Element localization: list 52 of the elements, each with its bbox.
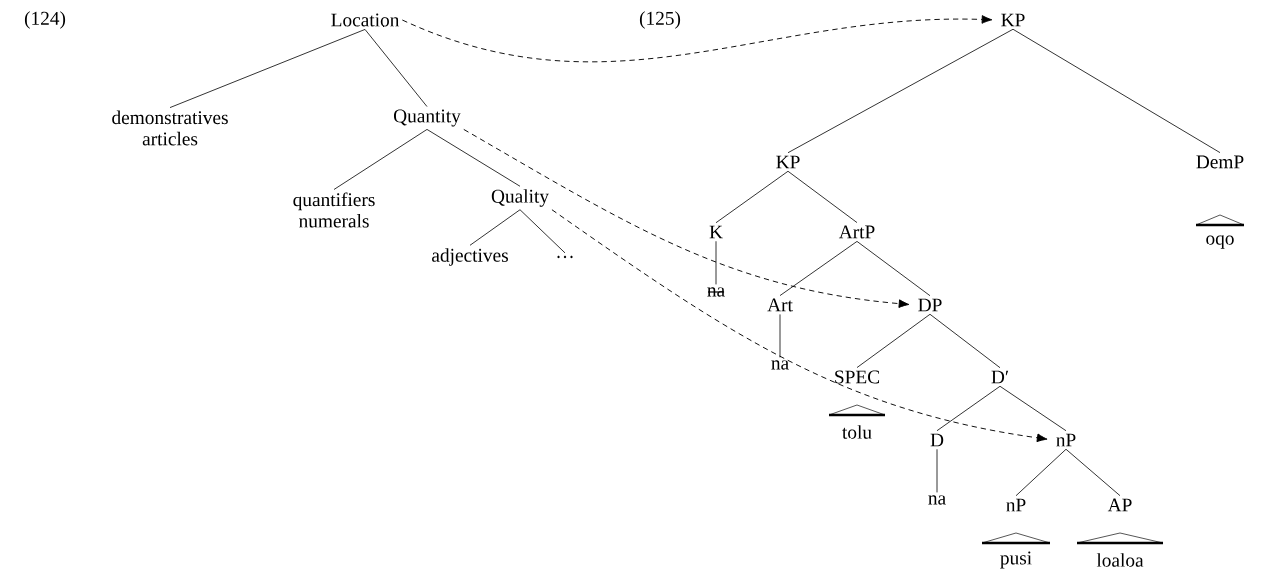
tree-label: Quantity — [394, 109, 461, 127]
example-number: (125) — [639, 11, 681, 29]
tree-label: pusi — [1000, 551, 1032, 569]
tree-branch — [715, 240, 717, 285]
tree-label: Art — [767, 298, 793, 312]
tree-label: K — [709, 225, 723, 239]
tree-label: adjectives — [432, 248, 508, 266]
tree-branch — [787, 170, 858, 223]
tree-label: ArtP — [838, 225, 875, 239]
tree-branch — [333, 129, 428, 190]
tree-branch — [169, 29, 366, 108]
example-number: (124) — [24, 11, 66, 29]
tree-label: SPEC — [835, 370, 880, 384]
tree-branch — [856, 241, 931, 297]
tree-branch — [469, 209, 521, 246]
tree-label: Location — [331, 13, 400, 27]
tree-label: DP — [918, 298, 942, 312]
tree-label: na — [928, 495, 946, 505]
tree-label: KP — [1001, 13, 1025, 27]
tree-branch — [936, 385, 1001, 432]
tree-branch — [364, 29, 428, 107]
tree-branch — [779, 241, 858, 296]
movement-arrow — [463, 128, 910, 308]
tree-label: … — [557, 255, 573, 259]
tree-label: loaloa — [1096, 553, 1144, 567]
tree-branch — [1012, 28, 1221, 154]
tree-label: nP — [1006, 498, 1026, 512]
tree-label: D′ — [991, 370, 1009, 384]
tree-branch — [1015, 448, 1067, 497]
tree-label: DemP — [1196, 155, 1244, 169]
tree-label: KP — [776, 155, 800, 169]
tree-branch — [856, 313, 931, 368]
tree-label: oqo — [1206, 235, 1234, 249]
movement-arrow — [551, 209, 1048, 443]
tree-branch — [426, 129, 521, 187]
tree-label: quantifiers numerals — [293, 192, 375, 228]
tree-branch — [787, 28, 1014, 154]
tree-label: Quality — [491, 189, 549, 207]
tree-branch — [936, 448, 938, 493]
tree-branch — [1065, 448, 1121, 497]
tree-label: AP — [1107, 498, 1132, 512]
tree-label: demonstratives articles — [112, 110, 228, 146]
tree-branch — [929, 313, 1001, 369]
tree-branch — [519, 209, 566, 254]
tree-label: D — [930, 433, 944, 447]
tree-branch — [999, 385, 1067, 432]
tree-label: tolu — [842, 425, 872, 439]
movement-arrow — [401, 15, 993, 63]
tree-label: na — [771, 360, 789, 370]
tree-branch — [779, 314, 781, 358]
tree-branch — [715, 170, 789, 224]
tree-label: nP — [1056, 433, 1076, 447]
